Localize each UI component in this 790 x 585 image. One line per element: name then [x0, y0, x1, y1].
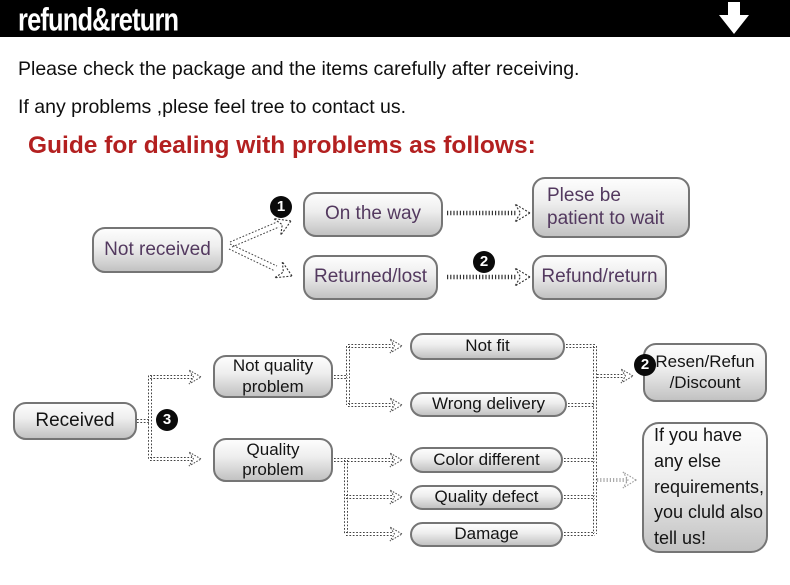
node-quality-problem: Quality problem [213, 438, 333, 482]
intro-line-1: Please check the package and the items c… [18, 58, 580, 80]
node-not-received: Not received [92, 227, 223, 273]
node-line: problem [242, 460, 304, 479]
node-line: tell us! [654, 528, 707, 549]
node-not-fit: Not fit [410, 333, 565, 360]
flowchart-connectors [137, 203, 637, 542]
title-banner: refund&return [0, 0, 790, 38]
step-badge-2: 2 [473, 251, 495, 273]
node-refund-return: Refund/return [532, 255, 667, 300]
intro-line-2: If any problems ,plese feel tree to cont… [18, 96, 407, 118]
node-quality-defect: Quality defect [410, 485, 563, 510]
node-line: problem [242, 376, 304, 396]
node-line: Resen/Refun [655, 352, 755, 372]
node-returned-lost: Returned/lost [303, 255, 438, 300]
node-color-different: Color different [410, 447, 563, 473]
node-not-quality-problem: Not quality problem [213, 355, 333, 398]
down-arrow-icon [712, 0, 772, 42]
node-damage: Damage [410, 522, 563, 547]
node-any-else-requirements: If you have any else requirements, you c… [642, 422, 768, 553]
node-line: patient to wait [547, 207, 665, 229]
node-line: Quality [246, 439, 300, 459]
node-line: requirements, [654, 476, 765, 497]
node-wrong-delivery: Wrong delivery [410, 392, 567, 417]
node-on-the-way: On the way [303, 192, 443, 237]
step-badge-1: 1 [270, 196, 292, 218]
node-patient-wait: Plese be patient to wait [532, 177, 690, 238]
node-line: Not quality [232, 356, 314, 376]
node-resen-refun-discount: Resen/Refun /Discount [643, 343, 767, 402]
node-line: If you have [654, 425, 743, 446]
node-line: any else [654, 450, 722, 471]
banner-title: refund&return [18, 1, 179, 38]
node-line: /Discount [669, 372, 741, 392]
node-received: Received [13, 402, 137, 440]
node-line: Plese be [547, 184, 621, 206]
step-badge-3: 3 [156, 409, 178, 431]
step-badge-2b: 2 [634, 354, 656, 376]
guide-heading: Guide for dealing with problems as follo… [28, 132, 536, 159]
flowchart: Not received On the way Returned/lost Pl… [0, 170, 790, 585]
node-line: you cluld also [654, 502, 764, 523]
